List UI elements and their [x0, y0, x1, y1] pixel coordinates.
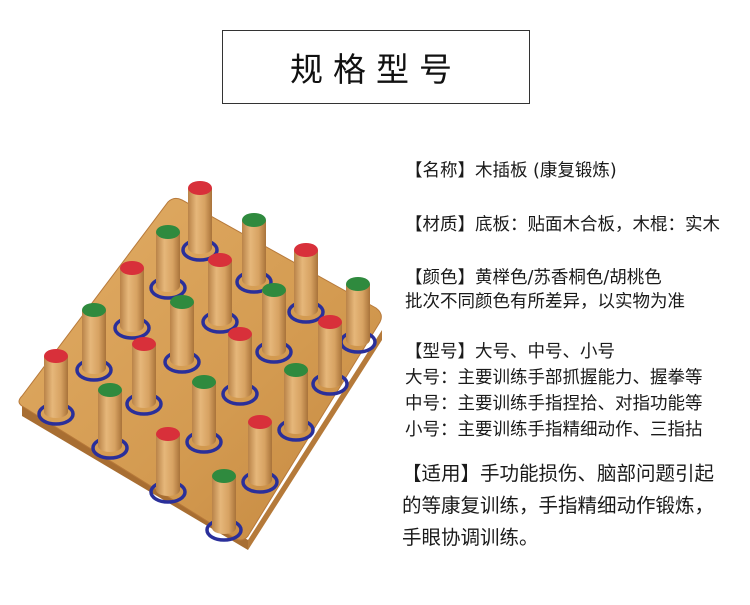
spec-usage-line-3: 手眼协调训练。 — [402, 526, 539, 549]
peg-cap-green — [170, 295, 194, 309]
peg-cap-red — [132, 337, 156, 351]
peg-body — [170, 302, 194, 366]
peg — [149, 225, 187, 300]
peg-body — [132, 344, 156, 408]
peg-body — [208, 260, 232, 326]
peg-body — [188, 188, 212, 254]
peg — [255, 283, 293, 364]
peg-body — [82, 310, 106, 374]
peg — [181, 181, 219, 262]
peg-cap-green — [242, 213, 266, 227]
peg — [201, 253, 239, 334]
peg-body — [98, 390, 122, 452]
peg — [311, 315, 349, 396]
spec-usage-line-1: 【适用】手功能损伤、脑部问题引起 — [402, 462, 715, 485]
spec-model: 【型号】大号、中号、小号 — [405, 342, 615, 362]
peg — [221, 327, 259, 406]
peg-cap-red — [294, 243, 318, 257]
spec-model-small: 小号：主要训练手指精细动作、三指拈 — [405, 420, 703, 440]
peg-body — [212, 476, 236, 534]
peg-body — [228, 334, 252, 398]
spec-usage-line-2: 的等康复训练，手指精细动作锻炼， — [402, 494, 715, 517]
peg-cap-green — [284, 363, 308, 377]
peg-cap-red — [228, 327, 252, 341]
peg — [339, 277, 377, 354]
peg-cap-green — [212, 469, 236, 483]
peg-cap-green — [156, 225, 180, 239]
peg-cap-red — [248, 415, 272, 429]
spec-model-large: 大号：主要训练手部抓握能力、握拳等 — [405, 368, 703, 388]
spec-name: 【名称】木插板 (康复锻炼) — [405, 161, 617, 181]
peg — [241, 415, 279, 494]
peg — [75, 303, 113, 382]
page-title: 规格型号 — [290, 50, 462, 89]
peg-cap-red — [44, 349, 68, 363]
peg-body — [44, 356, 68, 418]
peg-body — [248, 422, 272, 486]
peg — [277, 363, 315, 442]
peg-cap-green — [82, 303, 106, 317]
peg — [235, 213, 273, 294]
peg — [287, 243, 325, 324]
spec-material: 【材质】底板：贴面木合板，木棍：实木 — [405, 215, 720, 235]
spec-color-note: 批次不同颜色有所差异，以实物为准 — [405, 292, 685, 312]
peg — [91, 383, 129, 460]
peg-cap-green — [192, 375, 216, 389]
peg-cap-red — [188, 181, 212, 195]
peg-board-image — [18, 181, 382, 550]
peg-body — [262, 290, 286, 356]
peg-cap-red — [120, 261, 144, 275]
spec-model-medium: 中号：主要训练手指捏拾、对指功能等 — [405, 394, 703, 414]
peg-body — [346, 284, 370, 346]
title-box: 规格型号 — [222, 30, 530, 104]
peg-body — [192, 382, 216, 446]
pegs-group — [37, 181, 377, 542]
peg-cap-green — [262, 283, 286, 297]
peg — [113, 261, 151, 340]
peg-cap-red — [208, 253, 232, 267]
peg-body — [294, 250, 318, 316]
peg-body — [156, 434, 180, 496]
peg-body — [318, 322, 342, 388]
peg-body — [284, 370, 308, 434]
peg-cap-green — [98, 383, 122, 397]
board-edge — [22, 406, 248, 550]
peg-cap-green — [346, 277, 370, 291]
peg — [37, 349, 75, 426]
spec-color: 【颜色】黄榉色/苏香桐色/胡桃色 — [405, 268, 662, 288]
peg — [185, 375, 223, 454]
board-top — [18, 197, 382, 541]
peg-body — [120, 268, 144, 332]
peg — [125, 337, 163, 416]
peg-cap-red — [318, 315, 342, 329]
peg — [149, 427, 187, 504]
peg — [205, 469, 243, 542]
peg-cap-red — [156, 427, 180, 441]
peg — [163, 295, 201, 374]
peg-body — [242, 220, 266, 286]
peg-body — [156, 232, 180, 292]
